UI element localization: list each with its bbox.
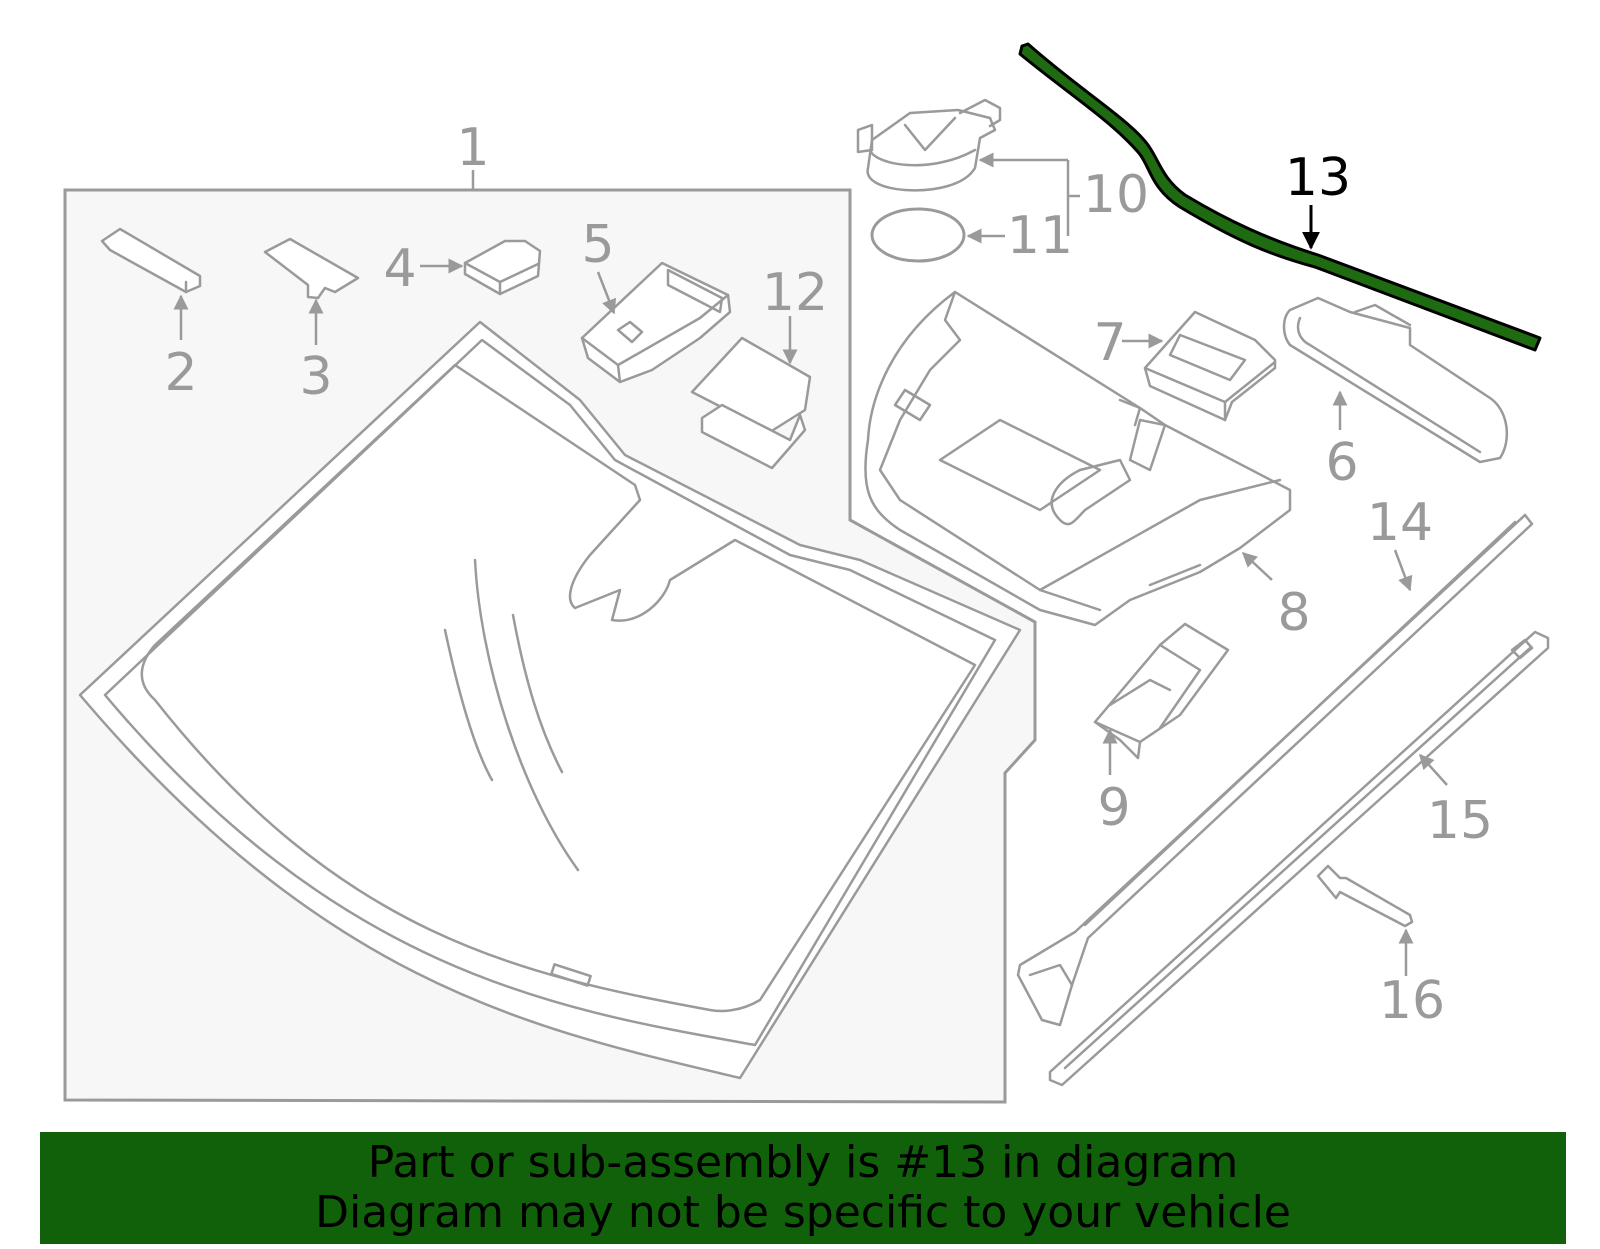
part-4-cover <box>463 239 542 296</box>
callout-7: 7 <box>1093 313 1126 373</box>
callout-5: 5 <box>581 215 614 275</box>
part-7-lamp <box>1143 310 1277 422</box>
callout-15: 15 <box>1427 791 1493 851</box>
callout-13: 13 <box>1285 148 1351 208</box>
leader-5 <box>596 271 617 315</box>
callout-8: 8 <box>1277 583 1310 643</box>
part-3-bracket <box>263 237 360 300</box>
callout-4: 4 <box>383 239 416 299</box>
part-10-camera-mount <box>856 98 1002 192</box>
callout-11: 11 <box>1007 206 1073 266</box>
part-16-pin <box>1316 864 1414 928</box>
callout-6: 6 <box>1325 433 1358 493</box>
part-14-pillar-trim <box>1016 513 1534 1027</box>
banner-line-2: Diagram may not be specific to your vehi… <box>315 1187 1291 1238</box>
callout-12: 12 <box>762 263 828 323</box>
callout-14: 14 <box>1367 493 1433 553</box>
part-6-rearview-mirror <box>1282 296 1508 464</box>
callout-1: 1 <box>456 118 489 178</box>
leader-14 <box>1393 549 1413 592</box>
info-banner: Part or sub-assembly is #13 in diagram D… <box>40 1132 1566 1244</box>
part-11-o-ring <box>870 207 966 263</box>
callout-10: 10 <box>1083 165 1149 225</box>
leader-15 <box>1418 753 1448 786</box>
windshield <box>78 320 1022 1080</box>
part-13-molding <box>1018 42 1542 352</box>
leader-8 <box>1241 551 1273 581</box>
part-2-trim-piece <box>100 227 202 294</box>
parts-diagram: 1 2 3 4 5 6 7 8 9 10 11 12 13 14 15 16 <box>63 42 1550 1104</box>
callout-2: 2 <box>164 343 197 403</box>
banner-line-1: Part or sub-assembly is #13 in diagram <box>367 1137 1239 1188</box>
callout-3: 3 <box>299 347 332 407</box>
part-12-pad <box>690 336 812 470</box>
part-9-clip <box>1093 622 1230 760</box>
part-5-sensor-housing <box>580 261 732 384</box>
part-8-overhead-console <box>864 290 1292 627</box>
callout-16: 16 <box>1379 971 1445 1031</box>
part-15-molding-strip <box>1048 630 1550 1087</box>
callout-9: 9 <box>1097 778 1130 838</box>
